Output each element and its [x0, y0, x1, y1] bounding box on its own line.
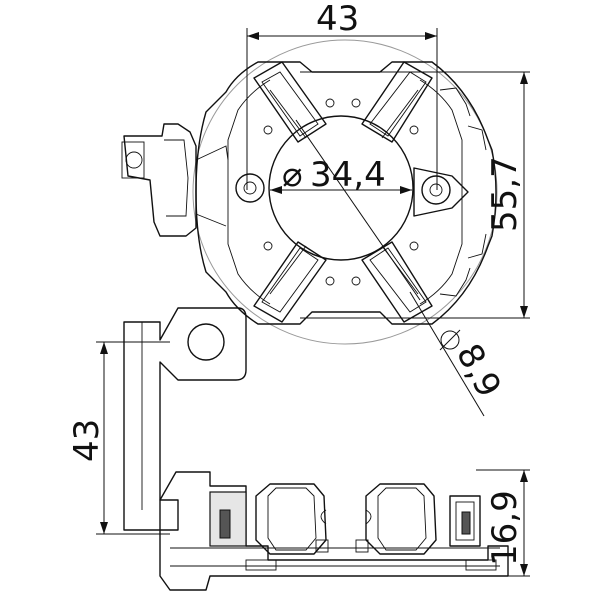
stud-8 [409, 241, 419, 251]
dim-top-width-label: 43 [316, 0, 359, 39]
brush-housing-ne [361, 61, 433, 143]
dim-hole-diameter-label: 8,9 [448, 337, 509, 404]
base-tab-left [245, 559, 277, 571]
stud-2 [351, 98, 361, 108]
holder-left-slot [219, 509, 231, 539]
dim-height-right: 55,7 [300, 71, 530, 319]
dim-inner-diameter: ⌀ 34,4 [270, 155, 412, 195]
stud-4 [351, 276, 361, 286]
dim-inner-diameter-label: 34,4 [310, 155, 386, 195]
stud-3 [325, 276, 335, 286]
brush-housing-nw [253, 61, 327, 143]
dim-left-height-label: 43 [67, 419, 107, 462]
side-terminal-right [449, 495, 481, 547]
dim-side-height-label: 16,9 [485, 490, 525, 566]
lead-arm [123, 307, 247, 531]
central-bore [268, 115, 414, 261]
dim-side-height: 16,9 [476, 469, 530, 577]
mount-hole-right [413, 167, 469, 217]
plate-inner-ring [227, 79, 463, 305]
stud-6 [263, 241, 273, 251]
brush-housing-se [361, 241, 433, 323]
brush-left [255, 483, 329, 555]
stud-5 [263, 125, 273, 135]
dim-hole-diameter: 8,9 [439, 329, 509, 404]
dim-height-right-label: 55,7 [485, 156, 525, 232]
right-teeth [439, 87, 487, 297]
lead-arm-eyelet [187, 323, 225, 361]
brush-housing-sw [253, 241, 327, 323]
diameter-leader [295, 119, 421, 301]
side-view [123, 307, 509, 591]
mount-hole-left [235, 173, 265, 203]
dim-top-width: 43 [246, 0, 438, 190]
outer-ghost-circle [192, 39, 498, 345]
brush-right [355, 483, 437, 555]
dim-left-height: 43 [67, 341, 170, 535]
top-view [121, 39, 498, 417]
plate-outline [195, 61, 497, 325]
base-tab-right [465, 559, 497, 571]
hole-leader [409, 291, 485, 417]
stud-7 [409, 125, 419, 135]
stud-1 [325, 98, 335, 108]
left-terminal [121, 123, 229, 237]
dim-inner-diameter-symbol: ⌀ [282, 155, 302, 195]
